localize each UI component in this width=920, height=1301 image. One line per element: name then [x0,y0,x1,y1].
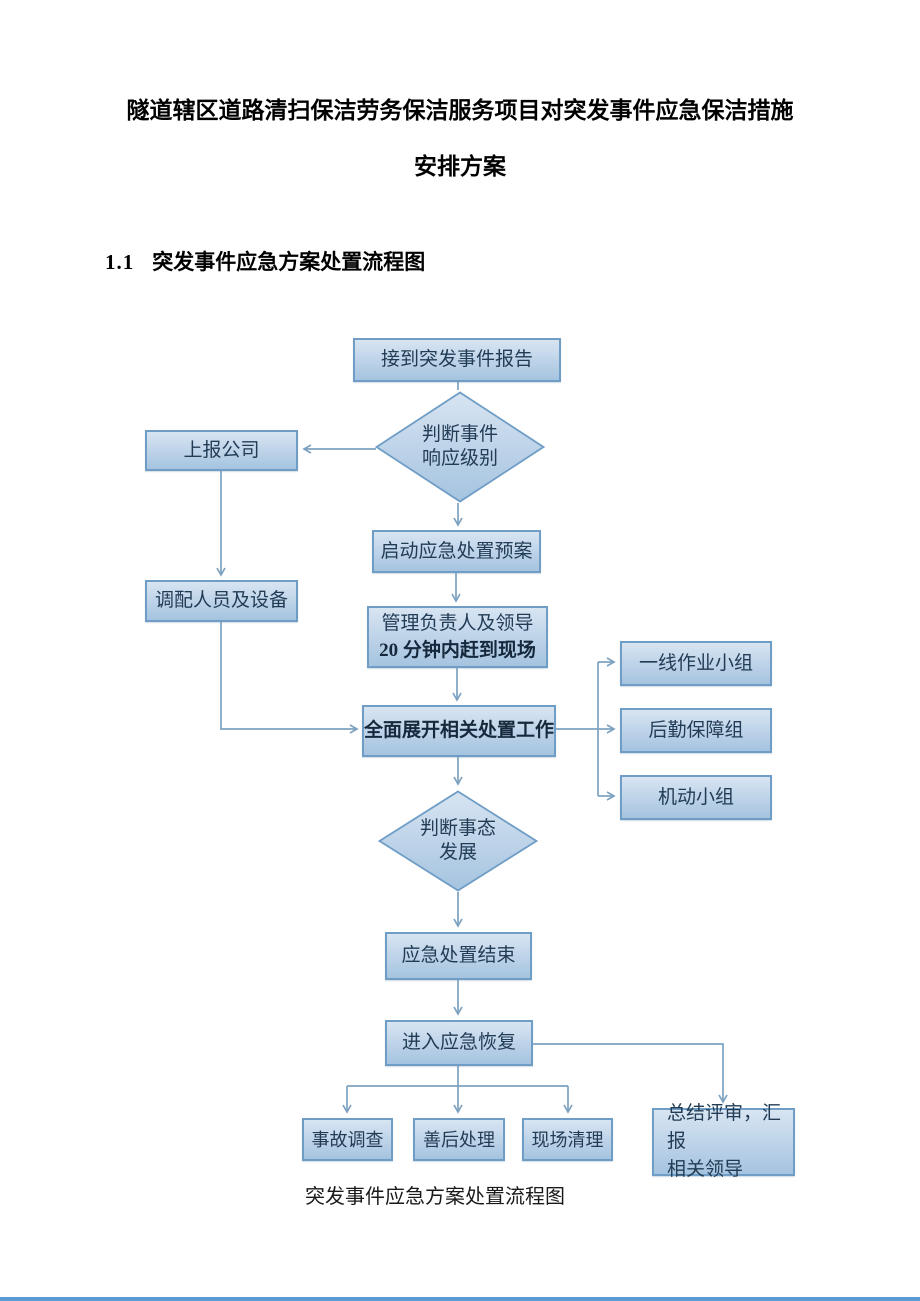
flow-node-receive-report: 接到突发事件报告 [353,338,561,382]
flow-node-recovery: 进入应急恢复 [385,1020,533,1066]
flow-node-judge-trend-line2: 发展 [438,842,477,863]
flow-node-logistics-team-label: 后勤保障组 [648,719,744,741]
flowchart-caption: 突发事件应急方案处置流程图 [305,1186,565,1208]
flow-node-investigation-label: 事故调查 [311,1129,384,1150]
document-title-line2: 安排方案 [414,154,506,179]
flow-node-judge-level: 判断事件 响应级别 [375,391,545,503]
flow-node-frontline-team-label: 一线作业小组 [638,652,753,674]
section-number: 1.1 [105,250,135,274]
flow-node-work-label: 全面展开相关处置工作 [364,720,555,741]
flow-node-mobile-team-label: 机动小组 [657,786,734,808]
flow-node-frontline-team: 一线作业小组 [620,641,772,686]
section-heading: 1.1 突发事件应急方案处置流程图 [105,246,425,276]
flow-node-dispatch-label: 调配人员及设备 [154,590,288,611]
section-title: 突发事件应急方案处置流程图 [152,250,426,274]
flow-node-judge-trend-line1: 判断事态 [419,818,496,839]
flow-node-judge-level-line1: 判断事件 [421,424,498,445]
flow-node-review: 总结评审，汇报 相关领导 [652,1103,795,1180]
flow-node-start-plan-label: 启动应急处置预案 [380,540,533,562]
flow-node-leader: 管理负责人及领导 20 分钟内赶到现场 [367,606,548,668]
flow-node-logistics-team: 后勤保障组 [620,708,772,753]
flow-node-cleanup-label: 现场清理 [531,1129,604,1150]
flow-node-recovery-label: 进入应急恢复 [401,1032,516,1053]
flow-node-review-line1: 总结评审，汇报 [667,1103,782,1152]
page-bottom-rule [0,1297,920,1301]
document-title: 隧道辖区道路清扫保洁劳务保洁服务项目对突发事件应急保洁措施 安排方案 [0,94,920,184]
flow-node-report-company: 上报公司 [145,430,298,471]
flow-node-leader-line2: 20 分钟内赶到现场 [379,640,536,661]
flow-node-leader-line1: 管理负责人及领导 [381,613,534,634]
flow-node-mobile-team: 机动小组 [620,775,772,820]
flow-node-work: 全面展开相关处置工作 [362,705,556,757]
flow-node-receive-report-label: 接到突发事件报告 [380,349,533,370]
flow-node-response-end: 应急处置结束 [385,932,532,980]
flow-node-dispatch: 调配人员及设备 [145,580,298,622]
flow-node-response-end-label: 应急处置结束 [401,945,516,966]
flow-node-aftermath: 善后处理 [413,1118,505,1161]
diamond-shape [375,391,545,503]
document-title-line1: 隧道辖区道路清扫保洁劳务保洁服务项目对突发事件应急保洁措施 [126,98,794,123]
flow-node-report-company-label: 上报公司 [183,439,260,461]
flow-node-investigation: 事故调查 [302,1118,393,1161]
diamond-shape [378,790,538,892]
flow-node-review-line2: 相关领导 [667,1159,744,1180]
flow-node-start-plan: 启动应急处置预案 [372,530,541,573]
flow-node-judge-level-line2: 响应级别 [421,448,498,469]
flow-node-aftermath-label: 善后处理 [423,1129,495,1150]
flow-node-judge-trend: 判断事态 发展 [378,790,538,892]
flow-node-cleanup: 现场清理 [522,1118,613,1161]
